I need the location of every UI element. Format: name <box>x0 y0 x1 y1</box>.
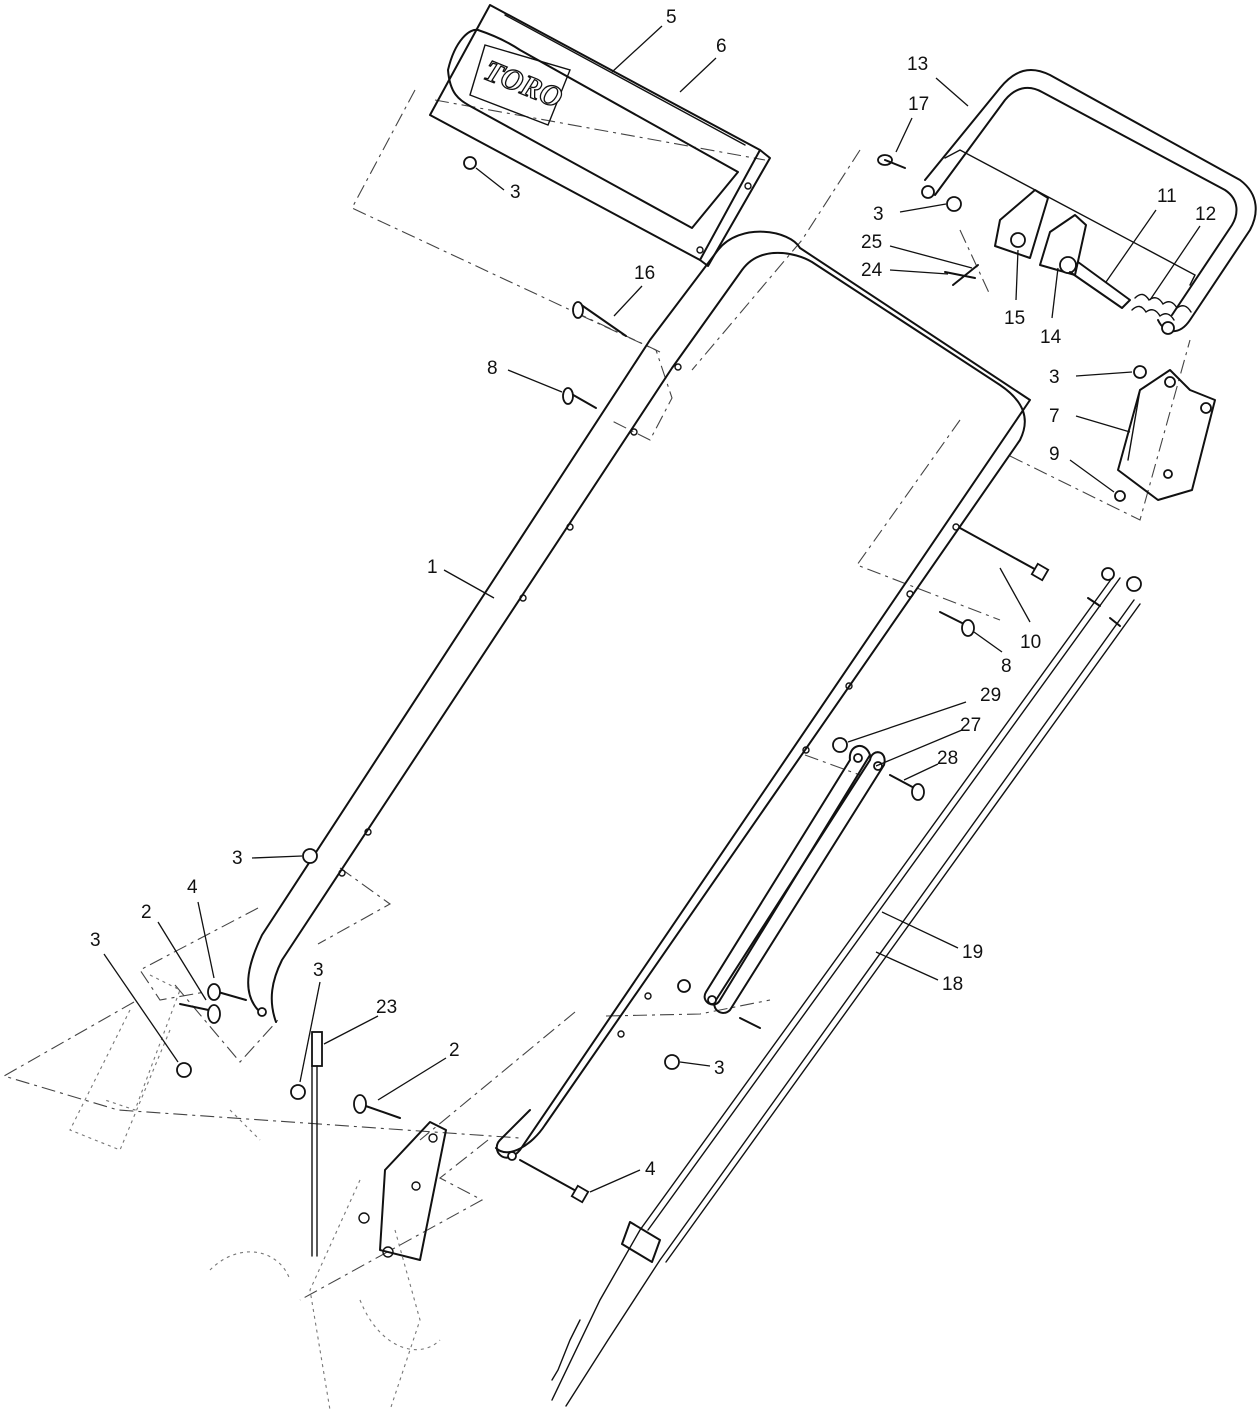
callout-7: 7 <box>1049 406 1060 427</box>
callout-3: 3 <box>510 182 521 203</box>
callout-4: 4 <box>645 1159 656 1180</box>
callout-3: 3 <box>90 930 101 951</box>
leader-lines <box>103 25 1201 1193</box>
callout-3: 3 <box>1049 367 1060 388</box>
callout-24: 24 <box>861 260 883 281</box>
callout-17: 17 <box>908 94 929 115</box>
handle-bracket <box>1117 369 1216 501</box>
callout-1: 1 <box>427 557 438 578</box>
callout-6: 6 <box>716 36 727 57</box>
callout-4: 4 <box>187 877 198 898</box>
callout-3: 3 <box>232 848 243 869</box>
callout-labels: 1 2 2 3 3 3 3 3 3 3 4 4 5 6 7 8 8 9 10 1… <box>90 7 1216 1180</box>
callout-3: 3 <box>873 204 884 225</box>
callout-9: 9 <box>1049 444 1060 465</box>
callout-5: 5 <box>666 7 677 28</box>
callout-25: 25 <box>861 232 882 253</box>
callout-12: 12 <box>1195 204 1216 225</box>
callout-3: 3 <box>313 960 324 981</box>
bail-brackets <box>994 189 1087 276</box>
callout-3: 3 <box>714 1058 725 1079</box>
toro-logo: TORO <box>479 54 567 115</box>
callout-2: 2 <box>141 902 152 923</box>
callout-23: 23 <box>376 997 397 1018</box>
callout-8: 8 <box>1001 656 1012 677</box>
callout-8: 8 <box>487 358 498 379</box>
callout-18: 18 <box>942 974 963 995</box>
rod-and-spring <box>1069 261 1192 321</box>
control-cables <box>551 567 1142 1407</box>
callout-10: 10 <box>1020 632 1041 653</box>
assembly-lines <box>2 89 1191 1301</box>
control-links <box>677 745 886 1029</box>
callout-27: 27 <box>960 715 981 736</box>
callout-13: 13 <box>907 54 928 75</box>
callout-11: 11 <box>1157 186 1177 207</box>
main-handle <box>247 230 1031 1161</box>
callout-19: 19 <box>962 942 983 963</box>
callout-29: 29 <box>980 685 1001 706</box>
callout-16: 16 <box>634 263 655 284</box>
callout-15: 15 <box>1004 308 1025 329</box>
callout-28: 28 <box>937 748 958 769</box>
fasteners <box>176 154 1147 1257</box>
callout-14: 14 <box>1040 327 1062 348</box>
bail-lever <box>921 68 1257 335</box>
deck-brackets <box>69 974 447 1411</box>
callout-2: 2 <box>449 1040 460 1061</box>
